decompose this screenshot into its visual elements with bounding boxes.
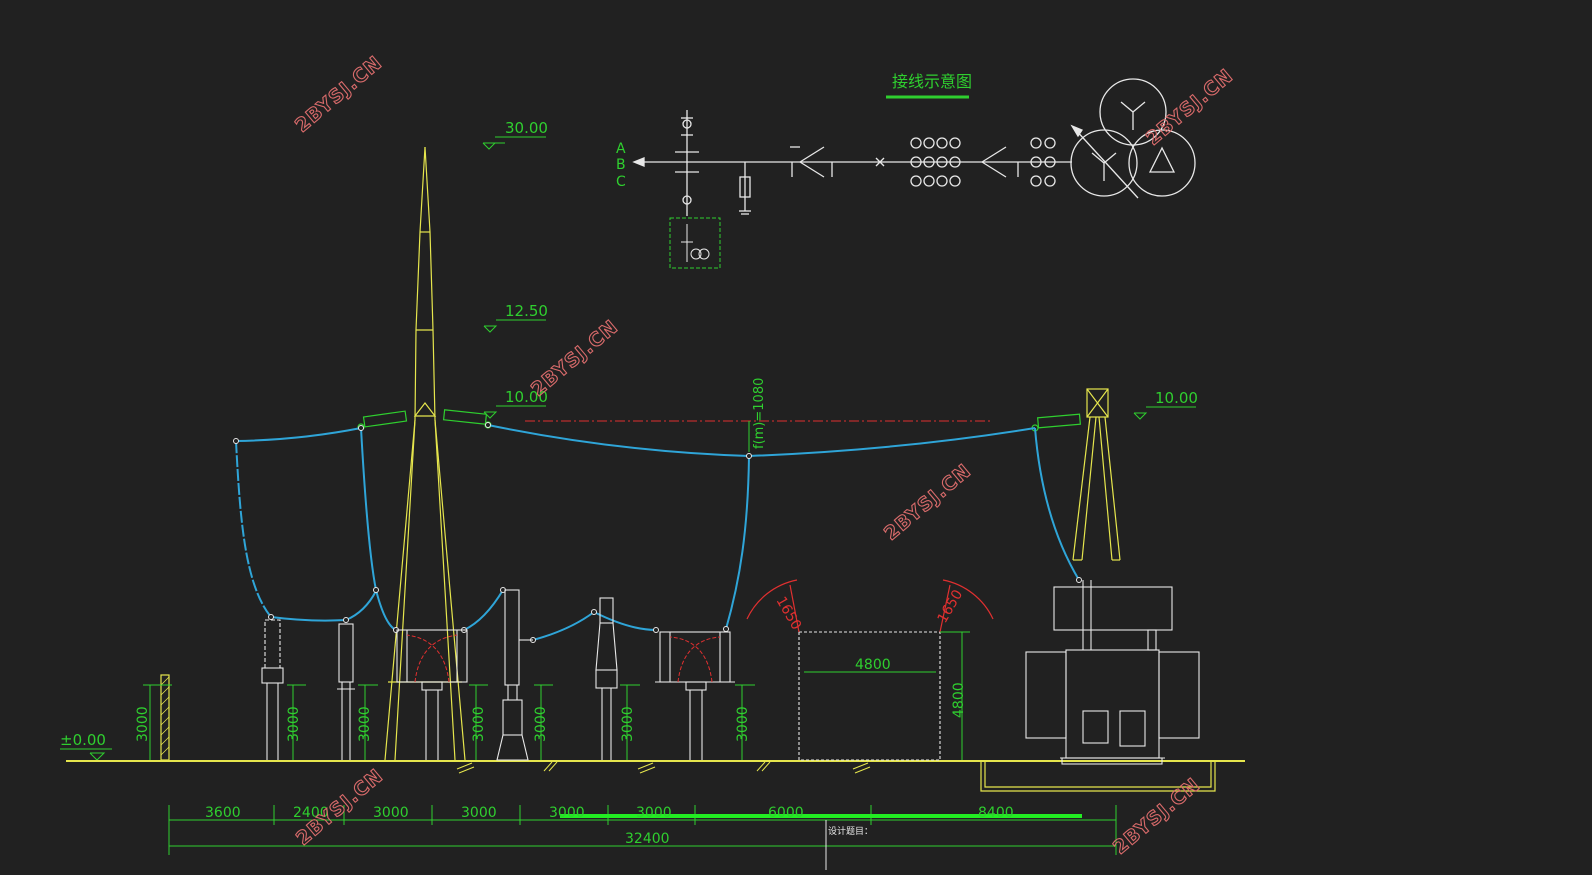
elevation-bus: 10.00 bbox=[505, 388, 548, 406]
steel-structures bbox=[66, 146, 1245, 792]
height-label: 3000 bbox=[735, 706, 751, 742]
pt-dashed-box bbox=[669, 217, 721, 269]
insulator-strings bbox=[357, 409, 1082, 432]
phase-label-a: A bbox=[616, 141, 626, 157]
title-block-bar bbox=[560, 814, 1082, 818]
height-label: 3000 bbox=[471, 706, 487, 742]
transformer-gantry bbox=[1072, 388, 1121, 561]
dimension-label: 3000 bbox=[461, 805, 497, 821]
title-block-label: 设计题目： bbox=[828, 825, 873, 837]
phase-label-b: B bbox=[616, 157, 626, 173]
bottom-dimension-labels: 3600 2400 3000 3000 3000 3000 6000 8400 … bbox=[205, 805, 1014, 847]
clearance-arcs bbox=[746, 579, 994, 633]
dimension-label: 8400 bbox=[978, 805, 1014, 821]
schematic-symbols bbox=[632, 78, 1196, 216]
elevation-markers: 30.00 12.50 10.00 10.00 ±0.00 bbox=[60, 119, 1198, 761]
arrester-equipment bbox=[337, 623, 355, 760]
height-label: 3000 bbox=[286, 706, 302, 742]
arrow-icon bbox=[632, 157, 645, 167]
dimension-label: 3000 bbox=[373, 805, 409, 821]
sag-label: f(m)=1080 bbox=[752, 378, 767, 449]
elevation-ground: ±0.00 bbox=[60, 731, 106, 749]
watermark-text: 2BYSJ.CN bbox=[527, 316, 623, 401]
dimension-label: 6000 bbox=[768, 805, 804, 821]
dimension-label: 2400 bbox=[293, 805, 329, 821]
dimension-label: 3600 bbox=[205, 805, 241, 821]
ground-ticks bbox=[456, 761, 871, 774]
height-label: 3000 bbox=[135, 706, 151, 742]
circuit-breaker bbox=[595, 597, 618, 760]
elevation-gantry: 10.00 bbox=[1155, 389, 1198, 407]
main-transformer bbox=[1025, 580, 1200, 765]
height-dimension-lines bbox=[143, 631, 970, 760]
dimension-label: 3000 bbox=[636, 805, 672, 821]
height-label: 3000 bbox=[533, 706, 549, 742]
clearance-label-left: 1650 bbox=[773, 594, 805, 633]
total-dimension-label: 32400 bbox=[625, 831, 670, 847]
height-label: 3000 bbox=[620, 706, 636, 742]
schematic-title: 接线示意图 bbox=[892, 72, 972, 91]
watermark-text: 2BYSJ.CN bbox=[880, 460, 976, 545]
dimension-label: 3000 bbox=[549, 805, 585, 821]
switch-arcs bbox=[406, 634, 721, 683]
disconnector-2 bbox=[655, 631, 735, 760]
bottom-dimension-lines bbox=[168, 805, 1117, 855]
height-labels: 3000 3000 3000 3000 3000 3000 3000 4800 … bbox=[135, 657, 967, 742]
road-width-label: 4800 bbox=[855, 657, 891, 673]
current-transformer-group bbox=[910, 137, 961, 187]
road-clearance-box bbox=[798, 631, 941, 761]
sag-dimension: f(m)=1080 bbox=[748, 378, 767, 452]
height-label: 3000 bbox=[357, 706, 373, 742]
elevation-top: 30.00 bbox=[505, 119, 548, 137]
disconnector-1 bbox=[396, 629, 468, 760]
watermark-text: 2BYSJ.CN bbox=[291, 52, 387, 137]
wall-hatch bbox=[160, 676, 170, 756]
substation-equipment bbox=[261, 580, 1200, 765]
wiring-schematic: 接线示意图 A B C bbox=[616, 72, 1196, 269]
cvt-equipment bbox=[261, 619, 284, 760]
watermark-text: 2BYSJ.CN bbox=[1142, 65, 1238, 150]
current-transformer bbox=[496, 589, 533, 761]
clearance-label-right: 1650 bbox=[935, 587, 967, 626]
phase-label-c: C bbox=[616, 174, 626, 190]
transformer-symbol bbox=[1070, 78, 1196, 199]
road-height-label: 4800 bbox=[951, 682, 967, 718]
elevation-beam: 12.50 bbox=[505, 302, 548, 320]
